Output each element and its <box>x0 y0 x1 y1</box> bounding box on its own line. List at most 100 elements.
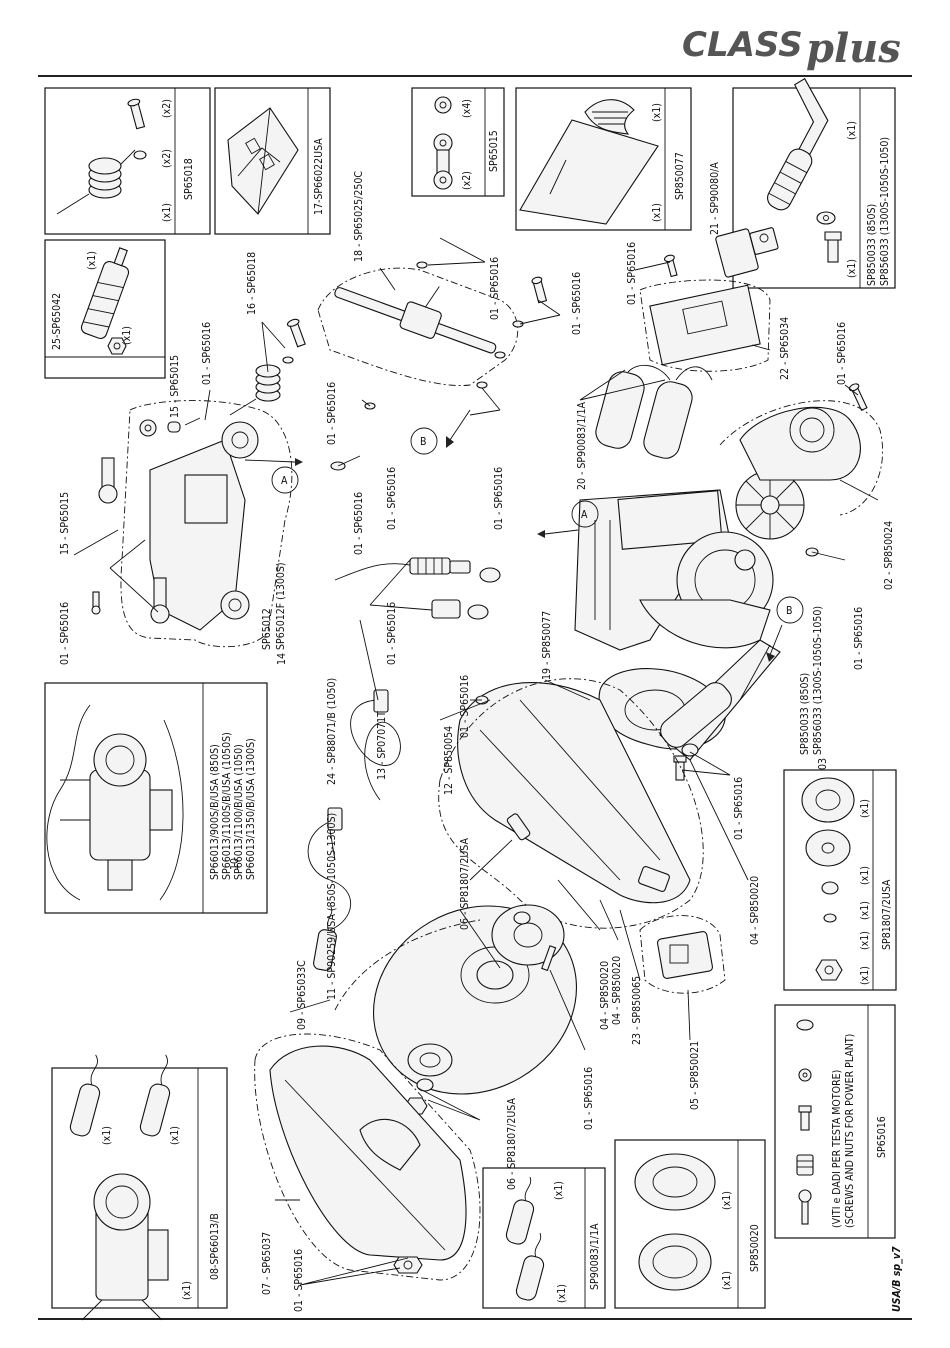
inset-08-qty-1: (x1) <box>181 1281 193 1300</box>
inset-sp65018-qty-3: (x2) <box>161 99 173 118</box>
callout-labels: 01 - SP65016 15 - SP65015 15 - SP65015 0… <box>59 162 895 1312</box>
inset-sp81807-qty-2: (x1) <box>859 866 871 885</box>
wheel-mount-05 <box>639 915 726 994</box>
callout-14-number: 14 <box>276 653 288 665</box>
inset-sp81807-qty-5: (x1) <box>859 966 871 985</box>
inset-handle-line-2: SP856033 (1300S-1050S-1050) <box>879 137 891 286</box>
inset-sp850077-title: SP850077 <box>674 152 686 200</box>
motor-assembly <box>574 406 861 781</box>
mesh-filter-icon <box>584 99 635 135</box>
inset-sp81807-qty-3: (x1) <box>859 901 871 920</box>
inset-08-sp66013b: 08-SP66013/B (x1) (x1) (x1) <box>51 1054 228 1321</box>
scrubbing-disc <box>372 904 578 1115</box>
inset-sp850077-qty-2: (x1) <box>651 103 663 122</box>
inset-sp65018-qty-2: (x2) <box>161 149 173 168</box>
inset-10-line-3: SP66013/1100/B/USA (1050) <box>233 744 245 880</box>
inset-sp65015-qty-1: (x2) <box>461 171 473 190</box>
inset-25-sp65042: 25-SP65042 (x1) (x1) <box>44 239 166 379</box>
callout-07: 07 - SP65037 <box>261 1232 273 1295</box>
inset-25-qty-1: (x1) <box>86 251 98 270</box>
base-group-outline <box>120 400 293 648</box>
inset-sp65018-qty-1: (x1) <box>161 203 173 222</box>
callout-01-i: 01 - SP65016 <box>489 257 501 320</box>
callout-15-a: 15 - SP65015 <box>59 492 71 555</box>
inset-sp81807-qty-1: (x1) <box>859 799 871 818</box>
inset-handle-qty-2: (x1) <box>846 259 858 278</box>
inset-17-title: 17-SP66022USA <box>313 138 325 215</box>
inset-sp65016-line-1: (VITI e DADI PER TESTA MOTORE) <box>831 1070 843 1228</box>
inset-sp81807: SP81807/2USA (x1) (x1) (x1) (x1) (x1) <box>783 769 897 991</box>
inset-08-qty-2: (x1) <box>101 1126 113 1145</box>
inset-sp65016-title: SP65016 <box>876 1116 888 1158</box>
inset-sp65016: (VITI e DADI PER TESTA MOTORE) (SCREWS A… <box>774 1004 896 1239</box>
ref-marker-b-top: B <box>410 427 438 455</box>
inset-handle-line-1: SP850033 (850S) <box>866 204 878 286</box>
callout-11: 11 - SP90259/USA (850S-1050S-1300S) <box>326 813 338 1000</box>
ref-b-right-label: B <box>786 605 792 617</box>
inset-10-number: 10 <box>229 858 241 870</box>
inset-10-line-4: SP66013/1350/B/USA (1300S) <box>245 738 257 880</box>
inset-sp850077: SP850077 (x1) (x1) <box>515 87 692 231</box>
callout-20: 20 - SP90083/1/1A <box>576 401 588 490</box>
callout-22: 22 - SP65034 <box>779 317 791 380</box>
callout-01-p: 01 - SP65016 <box>733 777 745 840</box>
inset-10-machine: 10 SP66013/900S/B/USA (850S) SP66013/110… <box>44 682 268 914</box>
callout-18: 18 - SP65025/250C <box>353 171 365 262</box>
callout-03-b: SP856033 (1300S-1050S-1050) <box>812 606 824 755</box>
machine-assembly-icon <box>46 704 184 901</box>
motor-block-icon <box>81 1173 169 1321</box>
wheel-carriage <box>91 318 306 631</box>
callout-01-a: 01 - SP65016 <box>59 602 71 665</box>
inset-sp90083-qty-1: (x1) <box>553 1181 565 1200</box>
inset-10-line-2: SP66013/1100S/B/USA (1050S) <box>221 732 233 880</box>
callout-06-b: 06 - SP81807/2USA <box>506 1098 518 1190</box>
inset-25-title: 25-SP65042 <box>51 293 63 350</box>
inset-sp65015: SP65015 (x2) (x4) <box>411 87 505 197</box>
extension-cord <box>307 689 401 971</box>
callout-16: 16 - SP65018 <box>246 252 258 315</box>
inset-sp90083: SP90083/1/1A (x1) (x1) <box>482 1167 606 1309</box>
callout-02: 02 - SP850024 <box>883 521 895 590</box>
electrical-box <box>639 254 771 372</box>
callout-19: 19 - SP850077 <box>541 611 553 680</box>
manual-book-icon <box>227 107 299 215</box>
inset-sp850077-qty-1: (x1) <box>651 203 663 222</box>
bag-bar-assembly <box>317 261 548 471</box>
fan-cover <box>739 406 861 481</box>
ref-marker-a-right: A <box>571 500 599 528</box>
switch-21 <box>715 227 779 278</box>
callout-12: 12 - SP850054 <box>443 726 455 795</box>
footer-code: USA/B sp_v7 <box>891 1246 903 1312</box>
guard-07 <box>254 1033 481 1281</box>
ref-marker-a-left: A <box>271 466 299 494</box>
disc-group-outline <box>334 919 481 1011</box>
inset-handle-qty-1: (x1) <box>846 121 858 140</box>
inset-25-qty-2: (x1) <box>121 326 133 345</box>
ref-a-left-label: A <box>281 475 288 487</box>
callout-01-m: 01 - SP65016 <box>626 242 638 305</box>
inset-sp850020: SP850020 (x1) (x1) <box>614 1139 766 1309</box>
callout-01-e: 01 - SP65016 <box>386 467 398 530</box>
callout-04-c: 04 - SP850020 <box>749 876 761 945</box>
callout-05: 05 - SP850021 <box>689 1041 701 1110</box>
callout-01-c: 01 - SP65016 <box>326 382 338 445</box>
callout-01-j: 01 - SP65016 <box>493 467 505 530</box>
callout-04-a: 04 - SP850020 <box>599 961 611 1030</box>
inset-sp850020-qty-2: (x1) <box>721 1271 733 1290</box>
callout-15-b: 15 - SP65015 <box>169 355 181 418</box>
inset-sp850020-title: SP850020 <box>749 1224 761 1272</box>
inset-sp81807-qty-4: (x1) <box>859 931 871 950</box>
callout-03-number: 03 <box>817 758 829 770</box>
inset-sp81807-title: SP81807/2USA <box>881 879 893 950</box>
callout-01-o: 01 - SP65016 <box>853 607 865 670</box>
brand-logo: CLASS plus <box>682 25 901 72</box>
callout-01-d: 01 - SP65016 <box>353 492 365 555</box>
logo-script-text: plus <box>806 25 901 72</box>
callout-01-l: 01 - SP65016 <box>583 1067 595 1130</box>
inset-sp65015-title: SP65015 <box>488 130 500 172</box>
ref-a-right-label: A <box>581 509 588 521</box>
cable-gland <box>334 557 501 620</box>
callout-01-k: 01 - SP65016 <box>571 272 583 335</box>
inset-10-line-1: SP66013/900S/B/USA (850S) <box>209 744 221 880</box>
